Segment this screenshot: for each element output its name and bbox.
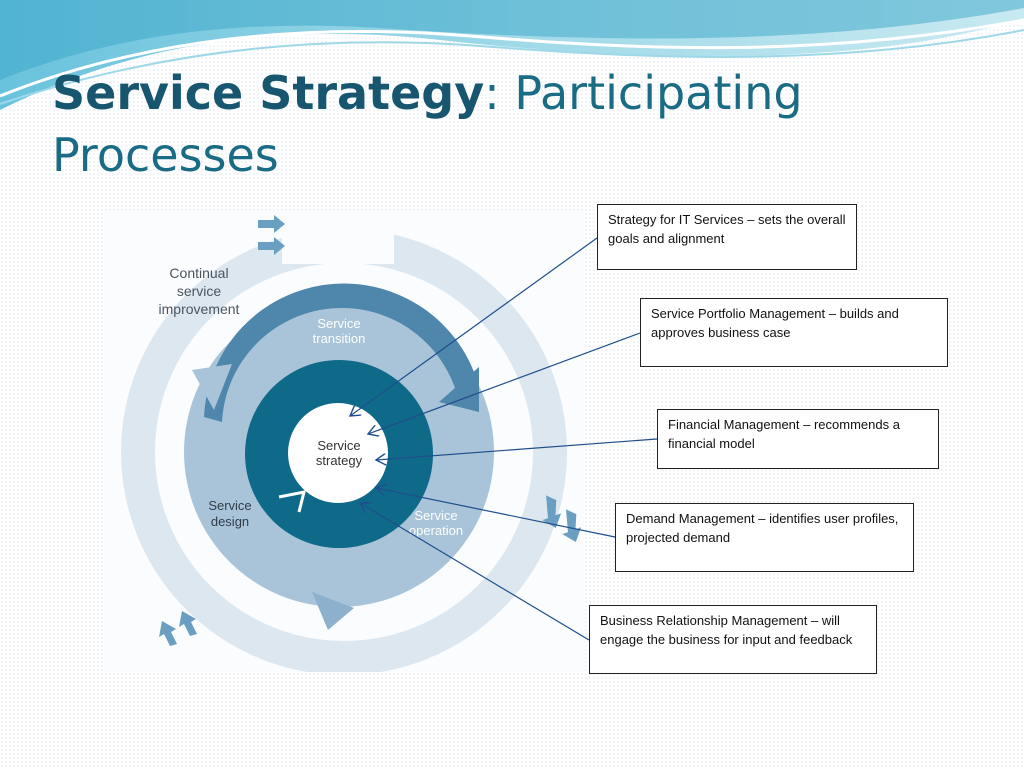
slide-title: Service Strategy: Participating Processe… <box>52 62 912 186</box>
core-arrow-icon <box>278 490 307 513</box>
callout-strategy-for-it: Strategy for IT Services – sets the over… <box>597 204 857 270</box>
outer-label-line-3: improvement <box>159 301 240 317</box>
outer-label-line-1: Continual <box>169 265 228 281</box>
callout-text: Business Relationship Management – will … <box>600 613 853 647</box>
flow-arrow-bottom-icon <box>159 611 197 646</box>
callout-text: Strategy for IT Services – sets the over… <box>608 212 846 246</box>
operation-label-line-2: operation <box>409 523 463 538</box>
header-wave-decoration <box>0 0 1024 110</box>
design-arrowhead <box>192 364 232 410</box>
outer-ring-gap <box>282 214 394 264</box>
callout-text: Service Portfolio Management – builds an… <box>651 306 899 340</box>
transition-label-line-1: Service <box>317 316 360 331</box>
strategy-core <box>288 403 388 503</box>
flow-arrow-top-icon <box>258 215 285 255</box>
callout-demand-management: Demand Management – identifies user prof… <box>615 503 914 572</box>
operation-arrowhead <box>312 592 354 630</box>
strategy-label-line-2: strategy <box>316 453 363 468</box>
operation-label-line-1: Service <box>414 508 457 523</box>
title-rest: : Participating Processes <box>52 66 803 182</box>
design-label-line-2: design <box>211 514 249 529</box>
outer-label-line-2: service <box>177 283 222 299</box>
callout-business-relationship: Business Relationship Management – will … <box>589 605 877 674</box>
callout-text: Demand Management – identifies user prof… <box>626 511 899 545</box>
callout-service-portfolio: Service Portfolio Management – builds an… <box>640 298 948 367</box>
callout-financial-management: Financial Management – recommends a fina… <box>657 409 939 469</box>
design-label-line-1: Service <box>208 498 251 513</box>
title-bold: Service Strategy <box>52 66 485 120</box>
transition-label-line-2: transition <box>313 331 366 346</box>
strategy-label-line-1: Service <box>317 438 360 453</box>
service-lifecycle-diagram: Continual service improvement Service tr… <box>104 212 584 672</box>
callout-text: Financial Management – recommends a fina… <box>668 417 900 451</box>
